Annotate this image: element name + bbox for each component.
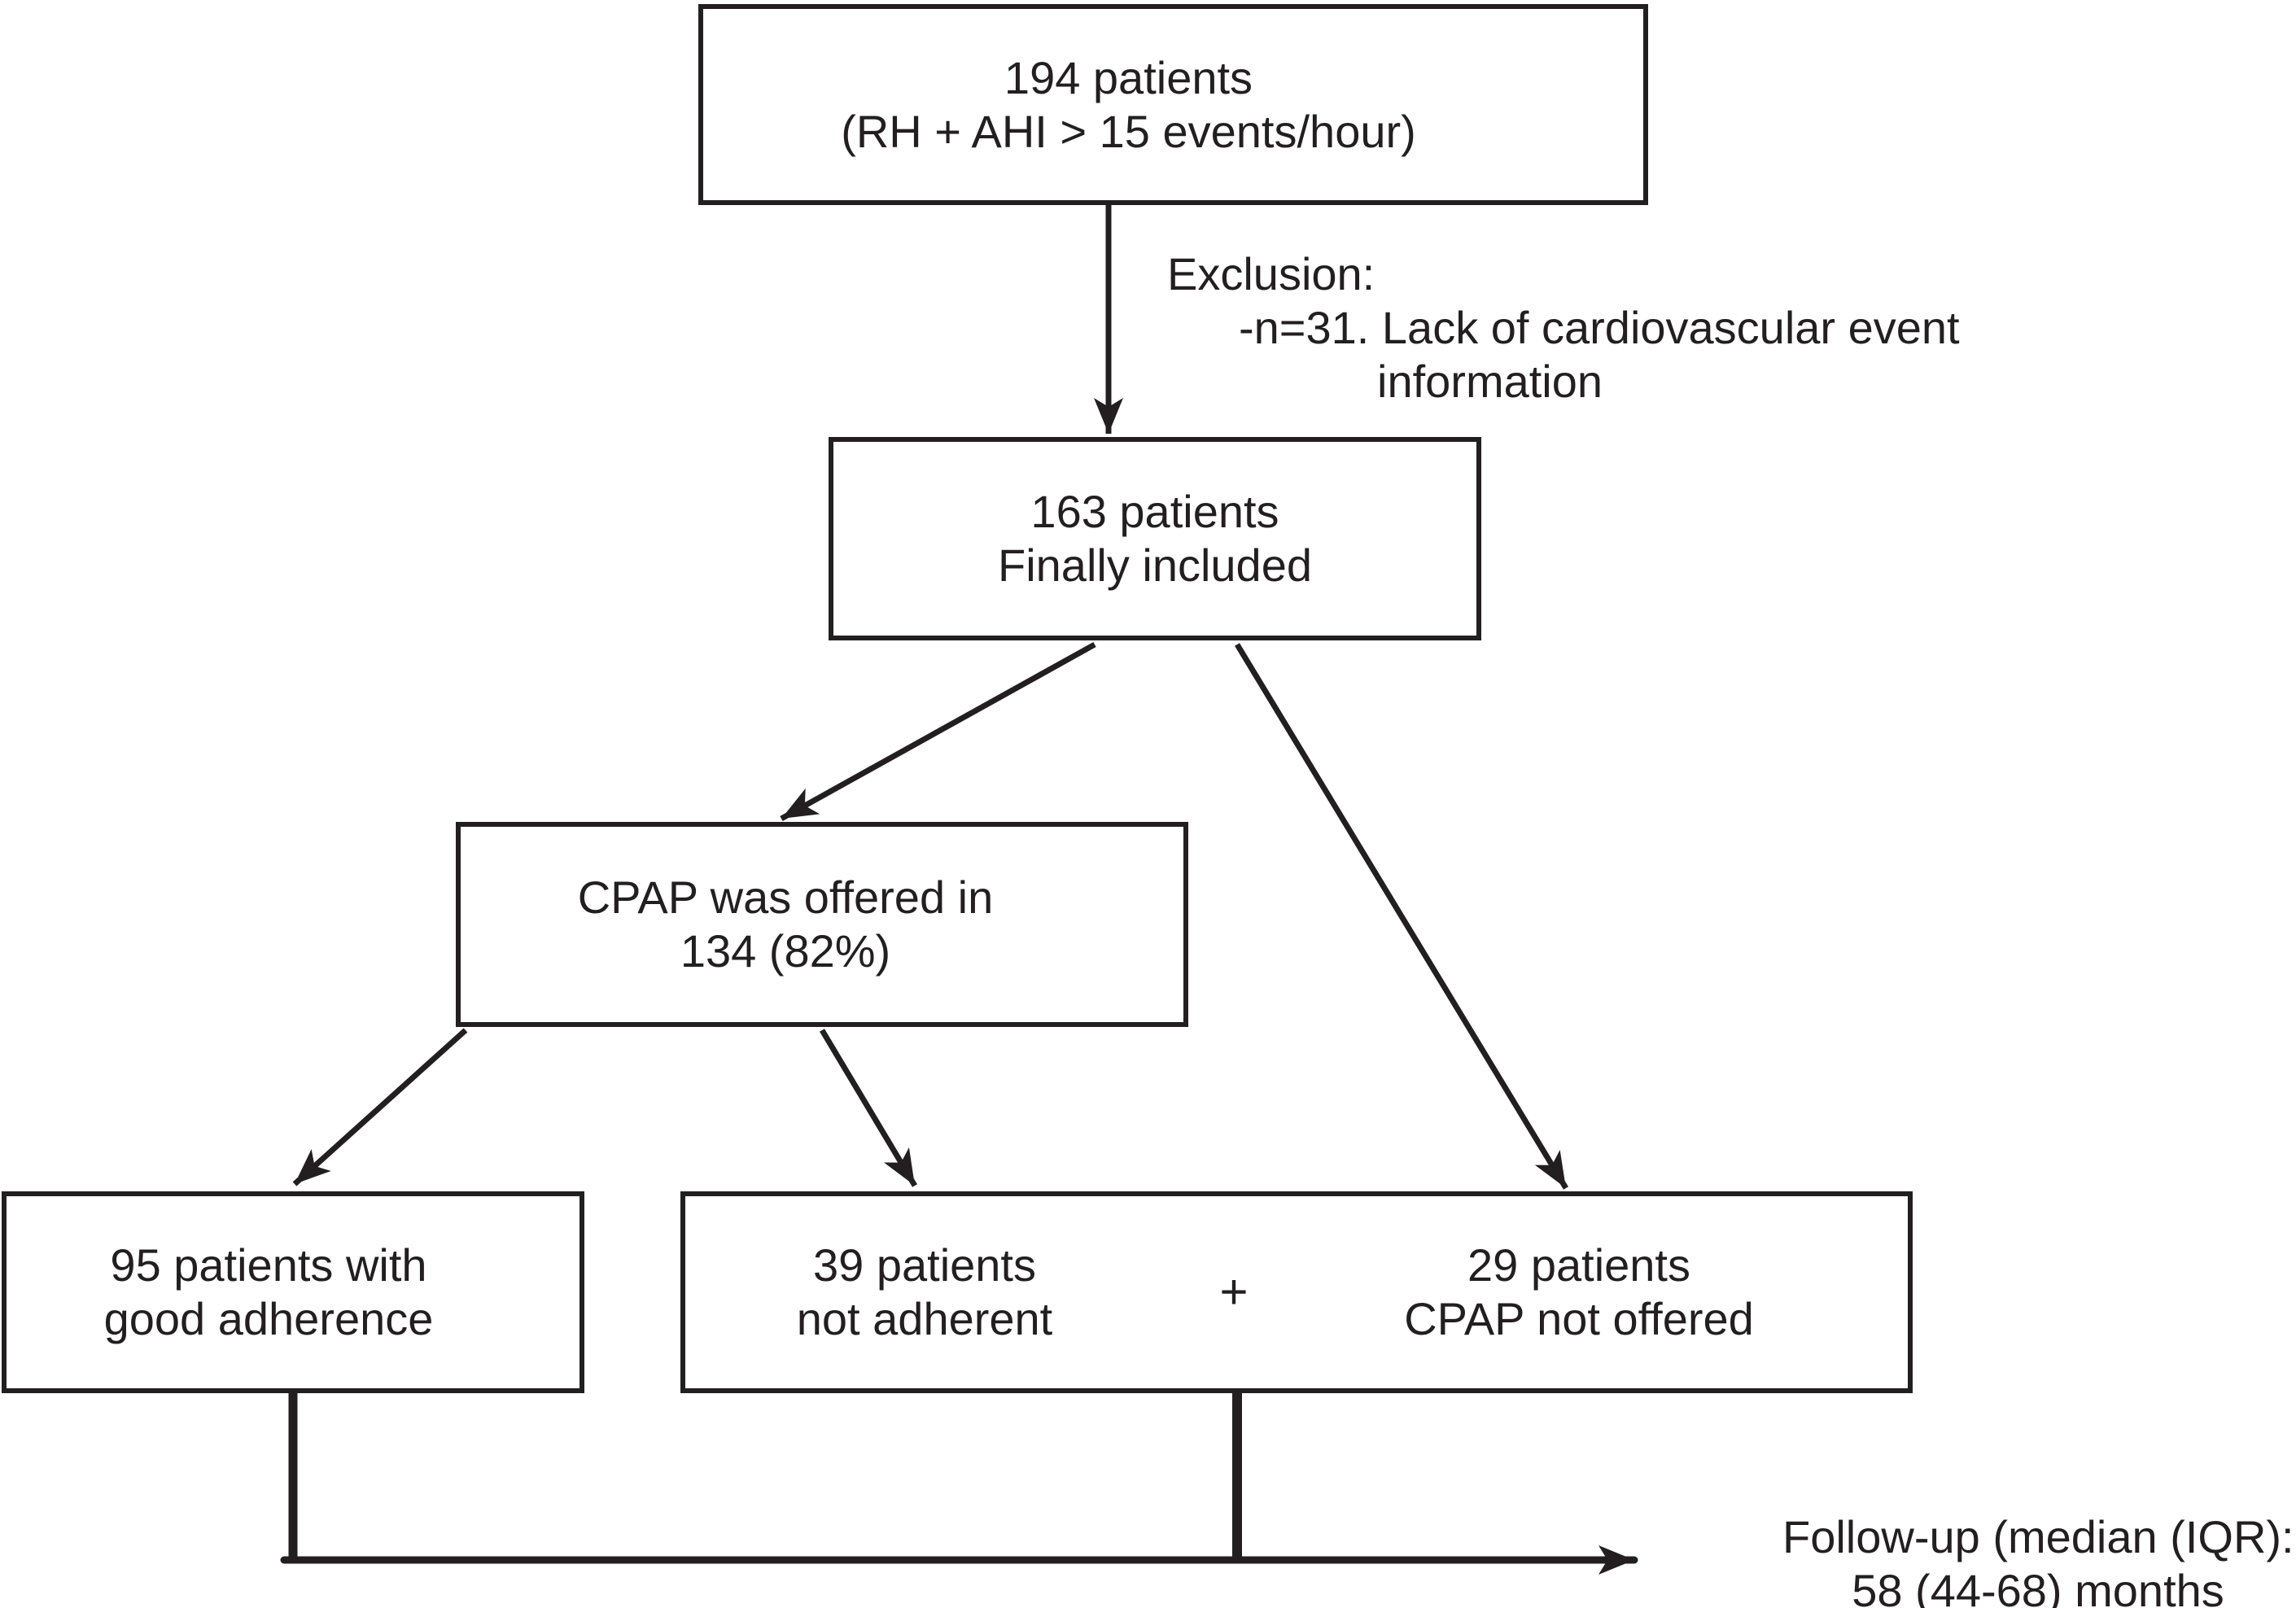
box-adherence-line2: good adherence xyxy=(103,1293,434,1344)
box-adherence-line1: 95 patients with xyxy=(110,1239,427,1291)
box-not-adherent: 39 patients not adherent xyxy=(680,1239,1169,1346)
box-163-line2: Finally included xyxy=(998,540,1312,591)
exclusion-annotation: Exclusion: -n=31. Lack of cardiovascular… xyxy=(1167,247,1960,409)
box-cpap-line2: 134 (82%) xyxy=(680,925,891,977)
box-194-patients: 194 patients (RH + AHI > 15 events/hour) xyxy=(698,4,1648,205)
followup-line1: Follow-up (median (IQR): xyxy=(1782,1511,2294,1562)
box-194-line2: (RH + AHI > 15 events/hour) xyxy=(841,105,1416,157)
arrow-163-to-cpap-offered xyxy=(780,641,1096,822)
box-cpap-not-offered-line2: CPAP not offered xyxy=(1404,1293,1754,1344)
box-not-adherent-plus-not-offered: 39 patients not adherent + 29 patients C… xyxy=(680,1191,1913,1393)
box-194-line1: 194 patients xyxy=(1004,51,1253,103)
plus-operator: + xyxy=(1219,1265,1249,1319)
exclusion-detail-line1: -n=31. Lack of cardiovascular event xyxy=(1239,302,1960,353)
followup-annotation: Follow-up (median (IQR): 58 (44-68) mont… xyxy=(1782,1510,2294,1608)
box-not-adherent-line2: not adherent xyxy=(796,1293,1053,1344)
box-cpap-not-offered-line1: 29 patients xyxy=(1467,1239,1690,1291)
box-cpap-offered: CPAP was offered in 134 (82%) xyxy=(456,822,1188,1027)
exclusion-detail-line2: information xyxy=(1377,356,1603,407)
box-163-line1: 163 patients xyxy=(1030,486,1279,537)
box-good-adherence: 95 patients with good adherence xyxy=(2,1191,584,1393)
box-163-finally-included: 163 patients Finally included xyxy=(829,437,1481,640)
arrow-163-to-cpap-not-offered xyxy=(1235,643,1568,1190)
exclusion-title: Exclusion: xyxy=(1167,248,1375,299)
box-cpap-line1: CPAP was offered in xyxy=(577,872,994,923)
arrow-cpap-to-good-adherence xyxy=(292,1028,468,1186)
arrow-cpap-to-not-adherent xyxy=(819,1029,918,1187)
followup-line2: 58 (44-68) months xyxy=(1852,1565,2224,1608)
box-not-adherent-line1: 39 patients xyxy=(813,1239,1036,1291)
box-cpap-not-offered: 29 patients CPAP not offered xyxy=(1299,1239,1913,1346)
